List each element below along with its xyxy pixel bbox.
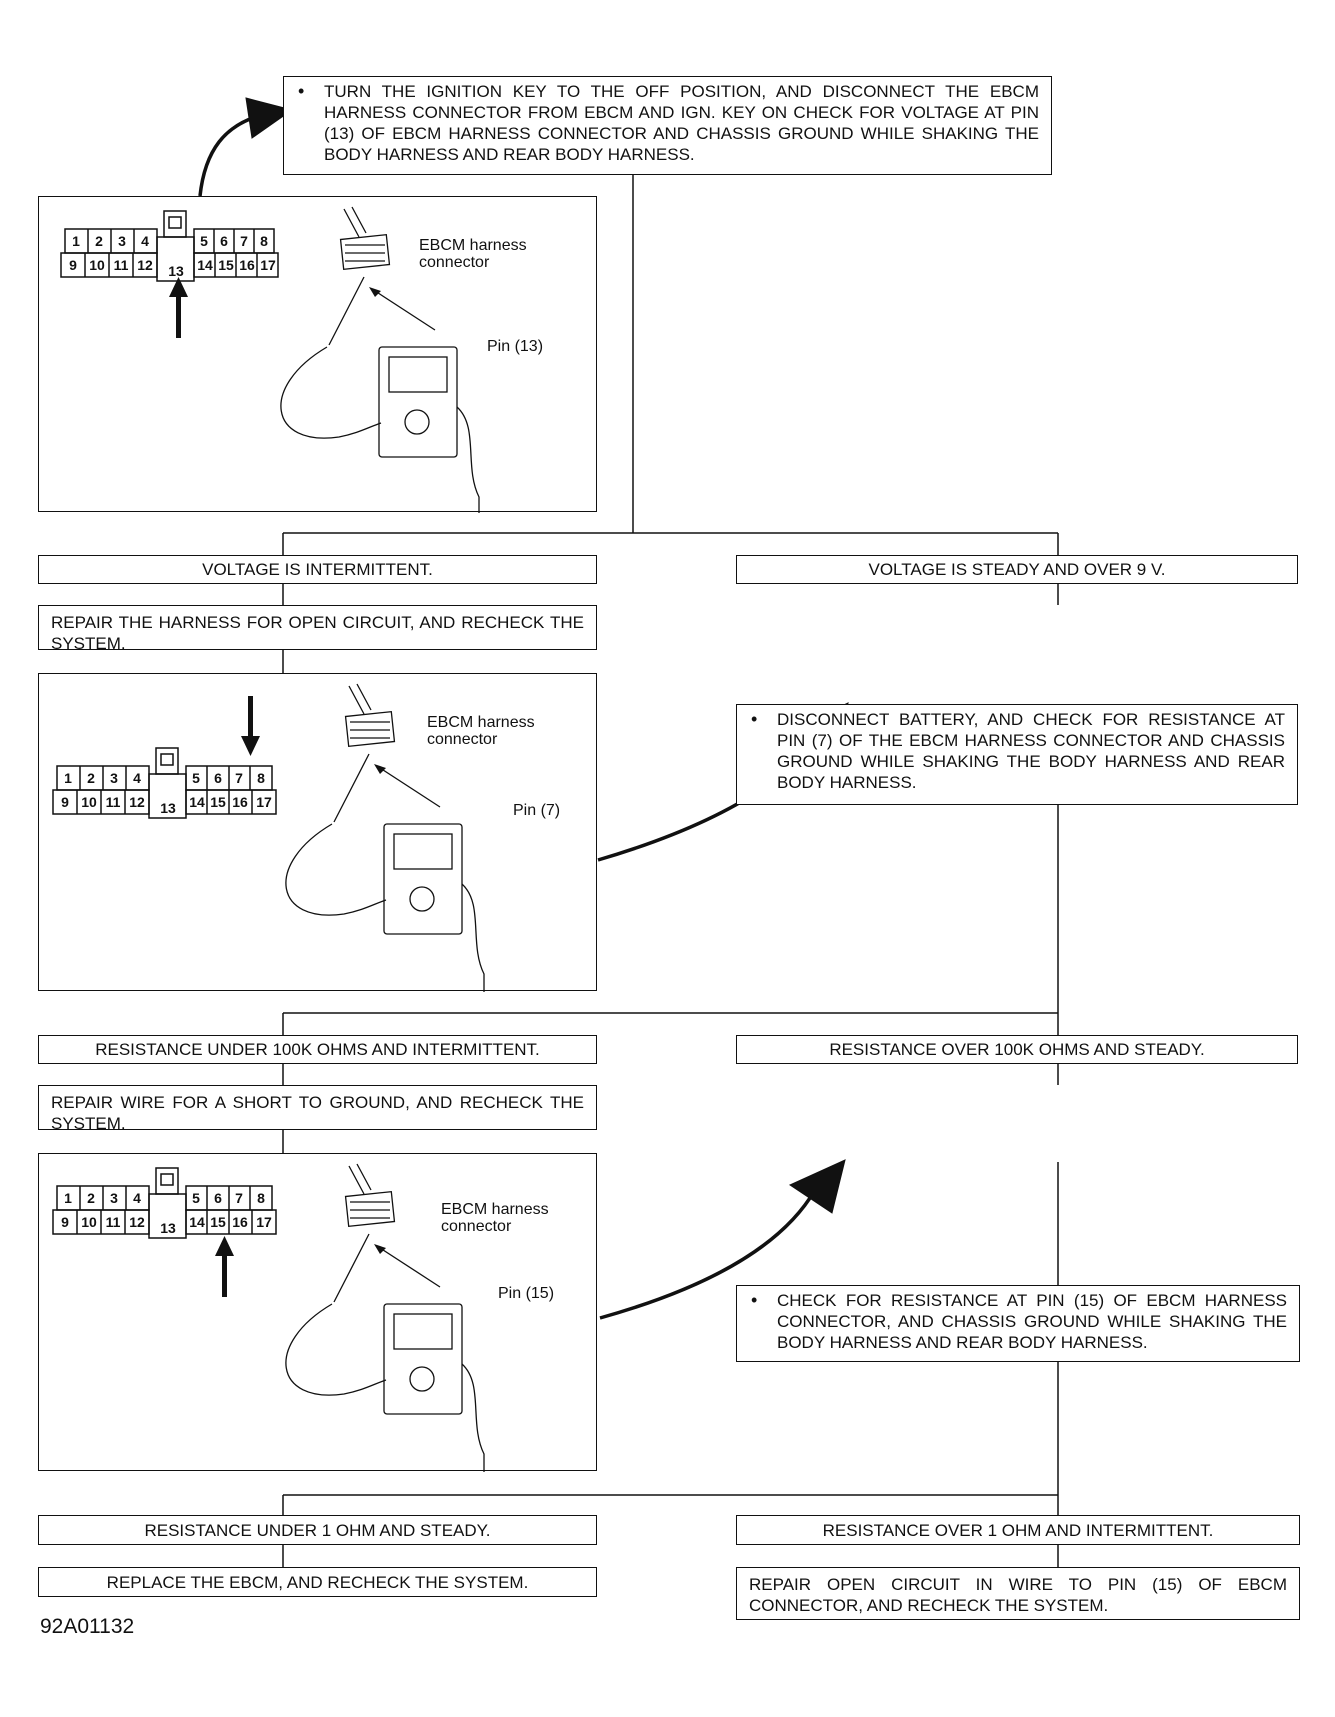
pin-label: 2 (95, 233, 103, 249)
connector-diagram: 1 2 3 4 5 6 7 8 9 10 11 12 13 14 15 16 1… (52, 683, 485, 992)
action-repair-open-circuit: REPAIR THE HARNESS FOR OPEN CIRCUIT, AND… (38, 605, 597, 653)
pin-label: 5 (192, 1190, 200, 1206)
pin-label: 12 (129, 794, 145, 810)
pin-label: 11 (114, 257, 129, 273)
pin-label: 7 (235, 770, 243, 786)
pin-label: 1 (64, 1190, 72, 1206)
pin-label: 8 (257, 1190, 265, 1206)
figure-3-pin-15: 1 2 3 4 5 6 7 8 9 10 11 12 13 14 15 16 1… (38, 1153, 597, 1472)
pin-label: 7 (235, 1190, 243, 1206)
result-resistance-under-100k: RESISTANCE UNDER 100K OHMS AND INTERMITT… (38, 1035, 597, 1064)
pin-label: 13 (160, 1220, 176, 1236)
result-voltage-intermittent: VOLTAGE IS INTERMITTENT. (38, 555, 597, 584)
result-voltage-steady: VOLTAGE IS STEADY AND OVER 9 V. (736, 555, 1298, 584)
pin-label: 8 (257, 770, 265, 786)
pin-label: 11 (106, 1214, 121, 1230)
pin-label: 2 (87, 770, 95, 786)
pin-label: 4 (133, 1190, 141, 1206)
pin-label: 6 (220, 233, 228, 249)
arrowhead (788, 1159, 846, 1214)
result-resistance-over-100k: RESISTANCE OVER 100K OHMS AND STEADY. (736, 1035, 1298, 1064)
pin-label: 9 (69, 257, 77, 273)
pin-label: 1 (64, 770, 72, 786)
pin-label: 4 (141, 233, 149, 249)
reference-code: 92A01132 (40, 1615, 135, 1638)
pin-label: 4 (133, 770, 141, 786)
pin-label: 16 (239, 257, 255, 273)
pin-label: 5 (192, 770, 200, 786)
pin-label: 10 (81, 794, 97, 810)
result-resistance-under-1-ohm: RESISTANCE UNDER 1 OHM AND STEADY. (38, 1515, 597, 1545)
pin-label: 6 (214, 770, 222, 786)
pin-label: 15 (218, 257, 234, 273)
pin-label: 13 (168, 263, 184, 279)
pin-label: 10 (89, 257, 105, 273)
pin-label: 9 (61, 1214, 69, 1230)
pin-label: 11 (106, 794, 121, 810)
pin-callout: Pin (13) (487, 338, 544, 355)
pin-label: 6 (214, 1190, 222, 1206)
pin-label: 8 (260, 233, 268, 249)
pin-callout: Pin (15) (498, 1285, 555, 1302)
action-repair-open-wire-pin-15: REPAIR OPEN CIRCUIT IN WIRE TO PIN (15) … (736, 1567, 1300, 1620)
pin-label: 17 (256, 794, 272, 810)
step-2-box: DISCONNECT BATTERY, AND CHECK FOR RESIST… (736, 704, 1298, 805)
pin-label: 1 (72, 233, 80, 249)
pin-label: 2 (87, 1190, 95, 1206)
curved-arrow (198, 113, 263, 197)
pin-label: 10 (81, 1214, 97, 1230)
connector-diagram: 1 2 3 4 5 6 7 8 9 10 11 12 13 14 15 16 1… (52, 1163, 485, 1472)
pin-label: 3 (118, 233, 126, 249)
pin-label: 3 (110, 770, 118, 786)
pin-label: 13 (160, 800, 176, 816)
pin-label: 7 (240, 233, 248, 249)
pin-label: 15 (210, 794, 226, 810)
pin-label: 14 (189, 794, 205, 810)
connector-diagram: 1 2 3 4 5 6 7 8 9 10 11 12 13 14 15 16 1… (60, 206, 489, 536)
figure-1-pin-13: 1 2 3 4 5 6 7 8 9 10 11 12 13 14 15 16 1… (38, 196, 597, 536)
pin-label: 5 (200, 233, 208, 249)
pin-label: 17 (256, 1214, 272, 1230)
step-3-box: CHECK FOR RESISTANCE AT PIN (15) OF EBCM… (736, 1285, 1300, 1362)
pin-label: 12 (129, 1214, 145, 1230)
pin-label: 14 (197, 257, 213, 273)
pin-label: 3 (110, 1190, 118, 1206)
pin-label: 16 (232, 1214, 248, 1230)
pin-label: 14 (189, 1214, 205, 1230)
pin-callout: Pin (7) (513, 802, 561, 819)
pin-label: 12 (137, 257, 153, 273)
action-repair-short-to-ground: REPAIR WIRE FOR A SHORT TO GROUND, AND R… (38, 1085, 597, 1133)
action-replace-ebcm: REPLACE THE EBCM, AND RECHECK THE SYSTEM… (38, 1567, 597, 1597)
pin-label: 9 (61, 794, 69, 810)
step-1-box: TURN THE IGNITION KEY TO THE OFF POSITIO… (283, 76, 1052, 175)
figure-2-pin-7: 1 2 3 4 5 6 7 8 9 10 11 12 13 14 15 16 1… (38, 673, 597, 992)
result-resistance-over-1-ohm: RESISTANCE OVER 1 OHM AND INTERMITTENT. (736, 1515, 1300, 1545)
pin-label: 15 (210, 1214, 226, 1230)
pin-label: 17 (260, 257, 276, 273)
pin-label: 16 (232, 794, 248, 810)
